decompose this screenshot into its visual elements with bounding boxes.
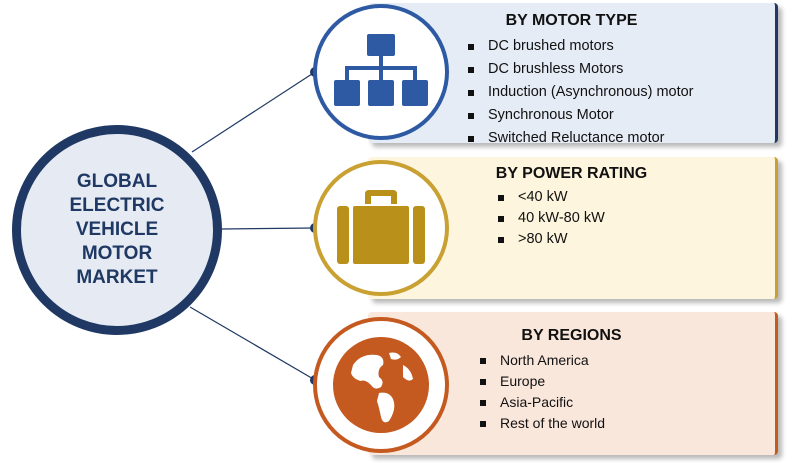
list-item: <40 kW (498, 187, 775, 208)
center-title: GLOBAL ELECTRIC VEHICLE MOTOR MARKET (69, 171, 165, 288)
list-item: Induction (Asynchronous) motor (468, 81, 775, 104)
panel-title-power-rating: BY POWER RATING (495, 165, 648, 182)
connector-regions (189, 306, 316, 381)
panel-title-motor-type: BY MOTOR TYPE (505, 12, 638, 29)
list-item: Asia-Pacific (480, 392, 775, 413)
power-rating-icon-circle (313, 160, 449, 296)
list-item: North America (480, 350, 775, 371)
regions-list: North America Europe Asia-Pacific Rest o… (368, 350, 775, 434)
motor-type-icon-circle (313, 4, 449, 140)
globe-icon (333, 337, 429, 433)
regions-icon-circle (313, 317, 449, 453)
hierarchy-icon (334, 34, 428, 106)
list-item: Rest of the world (480, 413, 775, 434)
list-item: Switched Reluctance motor (468, 127, 775, 150)
panel-title-regions: BY REGIONS (521, 327, 622, 344)
list-item: Europe (480, 371, 775, 392)
list-item: 40 kW-80 kW (498, 208, 775, 229)
power-rating-list: <40 kW 40 kW-80 kW >80 kW (368, 187, 775, 250)
list-item: DC brushed motors (468, 35, 775, 58)
connector-power-rating (221, 227, 316, 230)
briefcase-icon (337, 190, 425, 264)
list-item: >80 kW (498, 229, 775, 250)
list-item: Synchronous Motor (468, 104, 775, 127)
list-item: DC brushless Motors (468, 58, 775, 81)
motor-type-list: DC brushed motors DC brushless Motors In… (368, 35, 775, 150)
center-circle: GLOBAL ELECTRIC VEHICLE MOTOR MARKET (12, 125, 222, 335)
connector-motor-type (191, 71, 316, 153)
